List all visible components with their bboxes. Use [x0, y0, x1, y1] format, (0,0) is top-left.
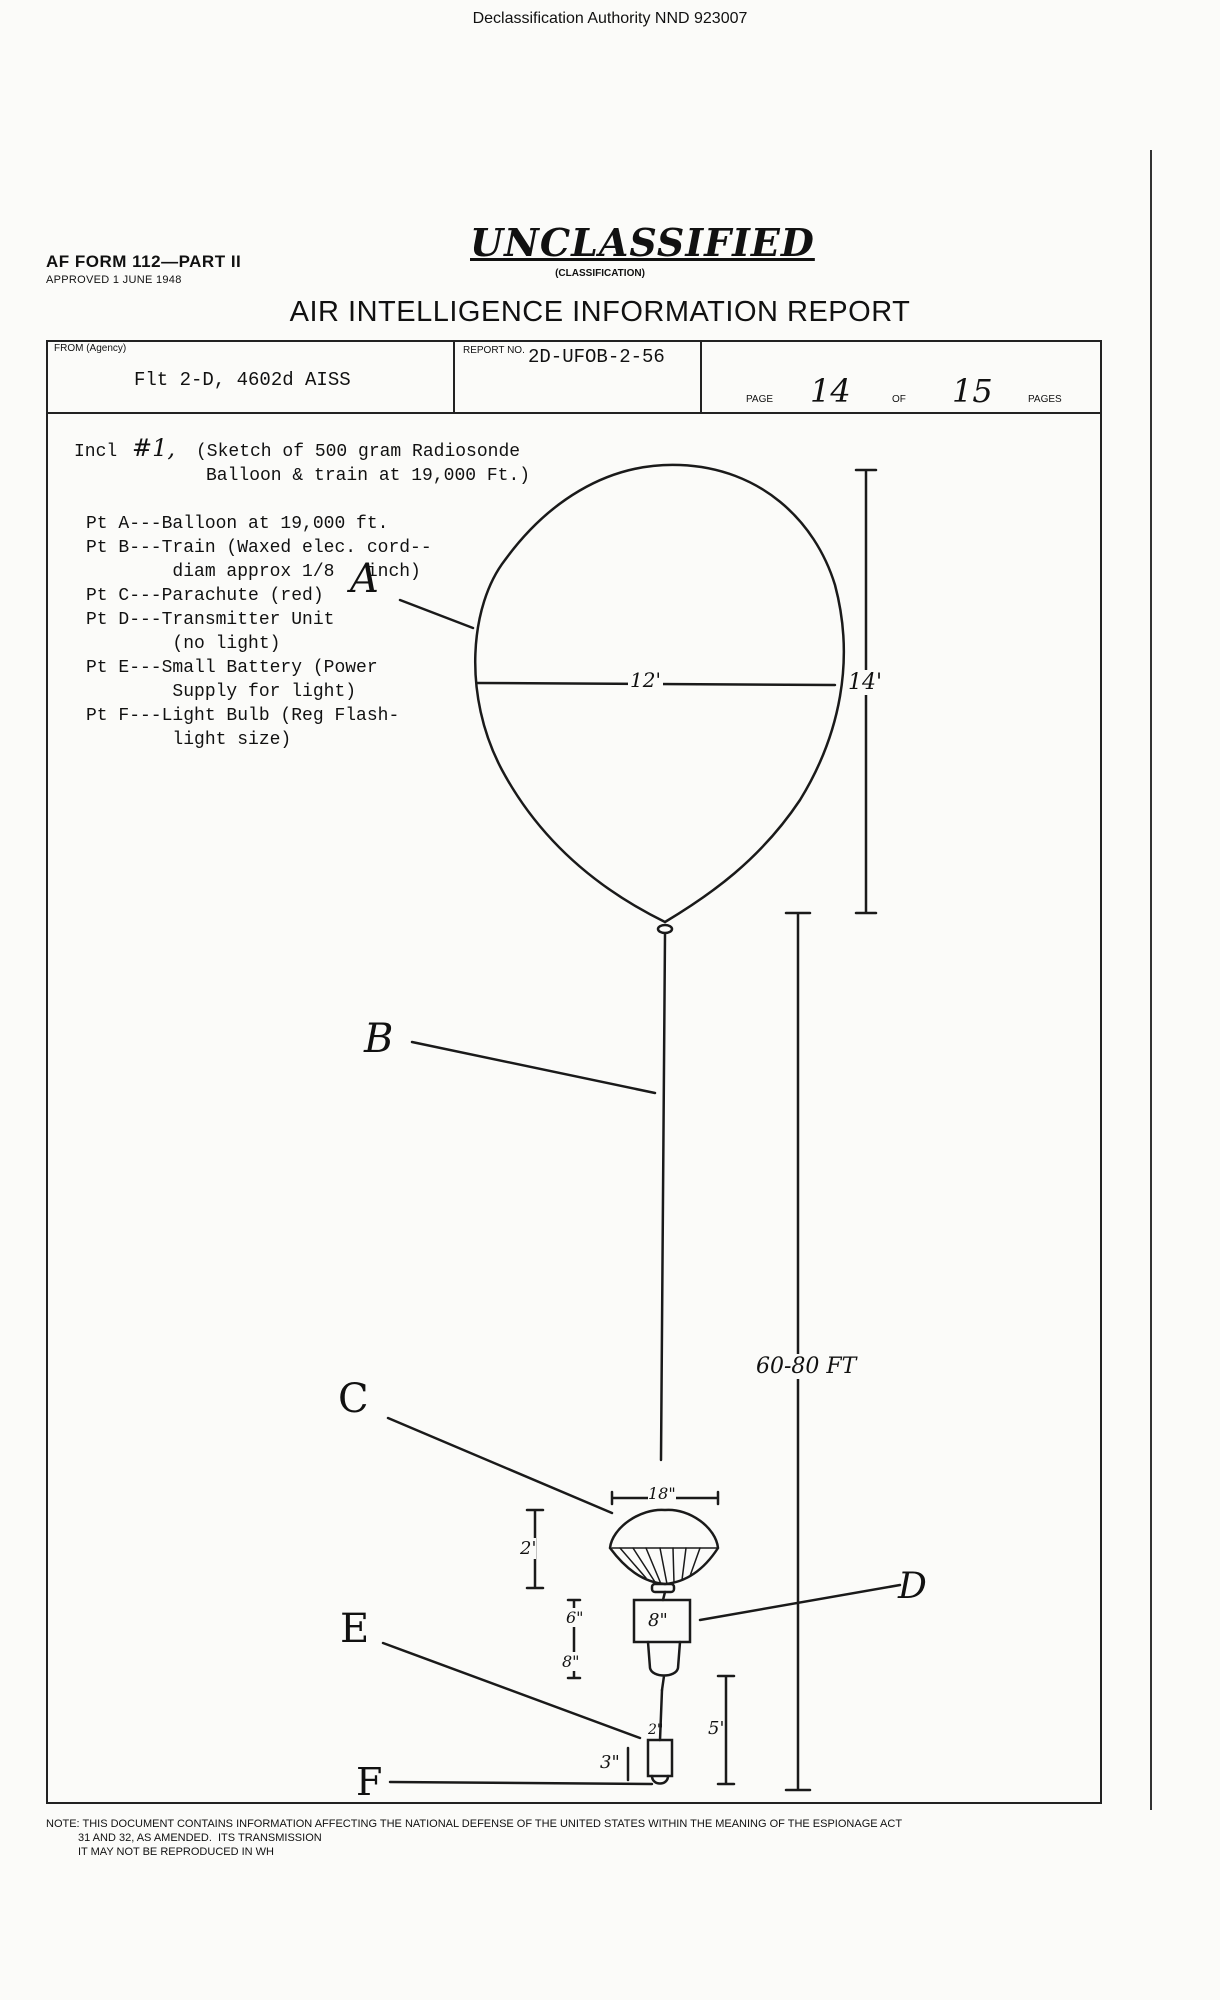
page-edge-line: [1150, 150, 1152, 1810]
legend-item: Pt F---Light Bulb (Reg Flash-: [86, 706, 400, 726]
label-e: E: [340, 1606, 370, 1652]
train-length-label: 60-80 FT: [754, 1354, 859, 1379]
parachute-canopy: [608, 1508, 720, 1586]
form-frame: [46, 340, 1102, 1804]
legend-item: Pt E---Small Battery (Power: [86, 658, 378, 678]
security-note-line-3: IT MAY NOT BE REPRODUCED IN WH: [78, 1846, 274, 1858]
label-a: A: [350, 556, 379, 602]
leader-f: [388, 1780, 654, 1786]
train-length-dim: [784, 911, 812, 1792]
label-d: D: [898, 1566, 927, 1607]
leader-d: [698, 1583, 902, 1622]
legend-item: Pt D---Transmitter Unit: [86, 610, 335, 630]
battery-box: [646, 1738, 674, 1778]
parachute-width-label: 18": [648, 1484, 676, 1503]
legend-item: Supply for light): [86, 682, 357, 702]
form-id: AF FORM 112—PART II: [46, 252, 242, 271]
lower-train-label: 5': [708, 1718, 725, 1739]
train-cord: [659, 932, 667, 1462]
header-divider-v2: [700, 340, 702, 412]
legend-item: light size): [86, 730, 292, 750]
light-bulb: [650, 1774, 670, 1785]
leader-a: [398, 598, 475, 630]
balloon-height-label: 14': [846, 670, 885, 695]
legend-list: Pt A---Balloon at 19,000 ft. Pt B---Trai…: [86, 512, 432, 752]
leader-c: [386, 1416, 614, 1515]
legend-item: Pt B---Train (Waxed elec. cord--: [86, 538, 432, 558]
transmitter-lower-label: 8": [562, 1652, 580, 1671]
leader-e: [381, 1641, 642, 1740]
transmitter-box: [632, 1598, 692, 1644]
inclosure-line-1: (Sketch of 500 gram Radiosonde: [196, 442, 521, 462]
of-value: 15: [952, 372, 993, 410]
transmitter-height-label: 6": [566, 1608, 584, 1627]
lower-train: [658, 1688, 664, 1742]
battery-width-label: 2": [648, 1722, 664, 1738]
header-divider-v1: [453, 340, 455, 412]
parachute-hub: [650, 1582, 676, 1594]
from-value: Flt 2-D, 4602d AISS: [134, 369, 351, 391]
of-label: OF: [892, 394, 906, 405]
page-label: PAGE: [746, 394, 774, 405]
transmitter-width-label: 8": [648, 1610, 668, 1631]
lower-train-dim: [716, 1674, 736, 1786]
security-note-line-2: 31 AND 32, AS AMENDED. ITS TRANSMISSION: [78, 1832, 322, 1844]
leader-b: [410, 1040, 657, 1095]
transmitter-lower: [646, 1640, 682, 1692]
form-approved-date: APPROVED 1 JUNE 1948: [46, 274, 182, 286]
security-note: NOTE: THIS DOCUMENT CONTAINS INFORMATION…: [46, 1817, 902, 1859]
label-c: C: [338, 1376, 369, 1422]
balloon-width-label: 12': [628, 668, 663, 692]
battery-height-label: 3": [600, 1752, 620, 1773]
legend-item: Pt C---Parachute (red): [86, 586, 324, 606]
legend-item: Pt A---Balloon at 19,000 ft.: [86, 514, 389, 534]
transmitter-link: [661, 1590, 667, 1602]
label-b: B: [364, 1016, 394, 1062]
security-note-line-1: NOTE: THIS DOCUMENT CONTAINS INFORMATION…: [46, 1818, 903, 1830]
header-divider: [46, 412, 1102, 414]
balloon-neck: [656, 923, 674, 935]
label-f: F: [356, 1760, 383, 1804]
pages-label: PAGES: [1028, 394, 1062, 405]
legend-item: (no light): [86, 634, 281, 654]
report-no-value: 2D-UFOB-2-56: [528, 346, 665, 368]
report-no-label: REPORT NO.: [463, 345, 525, 356]
inclosure-prefix: Incl: [74, 442, 118, 462]
legend-item: diam approx 1/8 inch): [86, 562, 421, 582]
inclosure-number: #1,: [132, 434, 176, 462]
parachute-height-label: 2': [520, 1538, 537, 1559]
inclosure-line-2: Balloon & train at 19,000 Ft.): [206, 466, 531, 486]
classification-label: (CLASSIFICATION): [555, 268, 645, 279]
report-title: AIR INTELLIGENCE INFORMATION REPORT: [289, 296, 911, 328]
balloon-outline: [474, 463, 846, 924]
declassification-stamp: Declassification Authority NND 923007: [472, 10, 748, 27]
from-label: FROM (Agency): [54, 343, 127, 354]
page-value: 14: [810, 372, 851, 410]
